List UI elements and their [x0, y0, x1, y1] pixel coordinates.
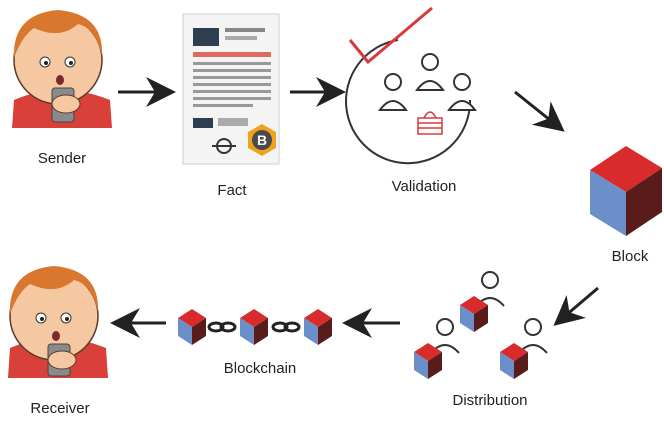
fact-document-icon: B [182, 13, 280, 165]
sender-hair [13, 10, 103, 58]
chain-cube-1 [178, 309, 206, 345]
arrow-block-to-distribution [553, 286, 599, 326]
sender-label: Sender [37, 150, 87, 167]
distribution-icon [414, 271, 548, 379]
chain-cube-2 [240, 309, 268, 345]
arrow-validation-to-block [514, 90, 565, 132]
blockchain-label: Blockchain [223, 360, 297, 377]
receiver-hair [9, 266, 99, 314]
chain-link-1 [207, 321, 237, 333]
distribution-cube-3 [500, 343, 528, 379]
distribution-label: Distribution [452, 392, 528, 409]
receiver-label: Receiver [30, 400, 90, 417]
chain-link-2 [271, 321, 301, 333]
validation-label: Validation [391, 178, 457, 195]
blockchain-icon [178, 309, 332, 345]
validation-icon [345, 6, 477, 165]
distribution-cube-1 [460, 296, 488, 332]
check-mark-icon [348, 6, 433, 65]
block-cube-icon [590, 146, 662, 236]
svg-text:B: B [257, 132, 267, 148]
receiver-illustration [8, 266, 108, 378]
block-label: Block [611, 248, 649, 265]
distribution-cube-2 [414, 343, 442, 379]
lock-icon [417, 111, 443, 135]
fact-label: Fact [217, 182, 247, 199]
sender-illustration [12, 10, 112, 128]
chain-cube-3 [304, 309, 332, 345]
